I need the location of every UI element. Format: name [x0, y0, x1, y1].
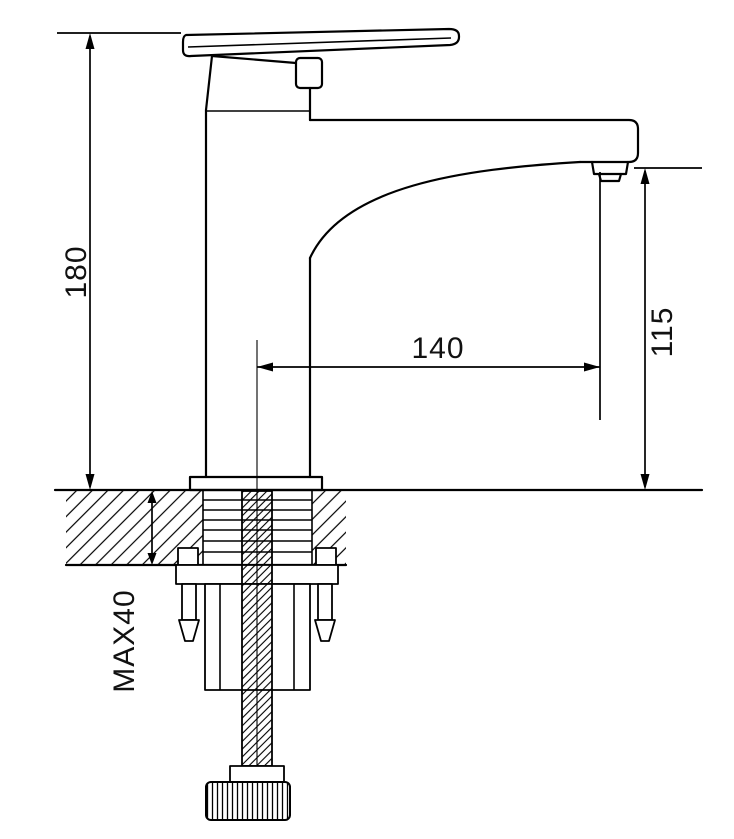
dim-label-overall-height: 180 [60, 245, 93, 298]
dimension-overall-height: 180 [57, 32, 181, 490]
fixing-bolt-left [178, 583, 200, 642]
arrow-up-icon [147, 491, 157, 503]
arrow-down-icon [147, 553, 157, 565]
threaded-rod [241, 490, 273, 767]
arrow-down-icon [640, 474, 650, 490]
dimension-max-thickness: MAX40 [108, 491, 157, 693]
arrow-down-icon [85, 474, 95, 490]
faucet-body [204, 108, 312, 479]
lever-handle [181, 27, 461, 58]
dim-label-spout-reach: 140 [411, 332, 464, 365]
fixing-bolt-right [314, 583, 336, 642]
mounting-hardware [175, 340, 339, 821]
lever-pivot [294, 56, 324, 90]
dimension-outlet-height: 115 [634, 167, 702, 490]
lever-handle-edge [187, 37, 452, 48]
bolt-head-left [177, 547, 199, 566]
dimension-spout-reach: 140 [257, 172, 601, 420]
spout [308, 118, 640, 260]
faucet-outline [181, 27, 640, 492]
handle-base [204, 54, 324, 122]
counter-section [53, 488, 704, 567]
bolt-head-right [315, 547, 337, 566]
arrow-up-icon [640, 168, 650, 184]
arrow-up-icon [85, 33, 95, 49]
aerator [590, 160, 630, 176]
dim-label-outlet-height: 115 [646, 307, 679, 358]
arrow-right-icon [584, 362, 600, 372]
base-flange [188, 475, 324, 492]
spout-underside-curve [308, 160, 582, 260]
washer-collar [229, 765, 285, 783]
arrow-left-icon [257, 362, 273, 372]
dim-label-max-thickness: MAX40 [108, 589, 141, 692]
knurled-nut [205, 781, 291, 821]
